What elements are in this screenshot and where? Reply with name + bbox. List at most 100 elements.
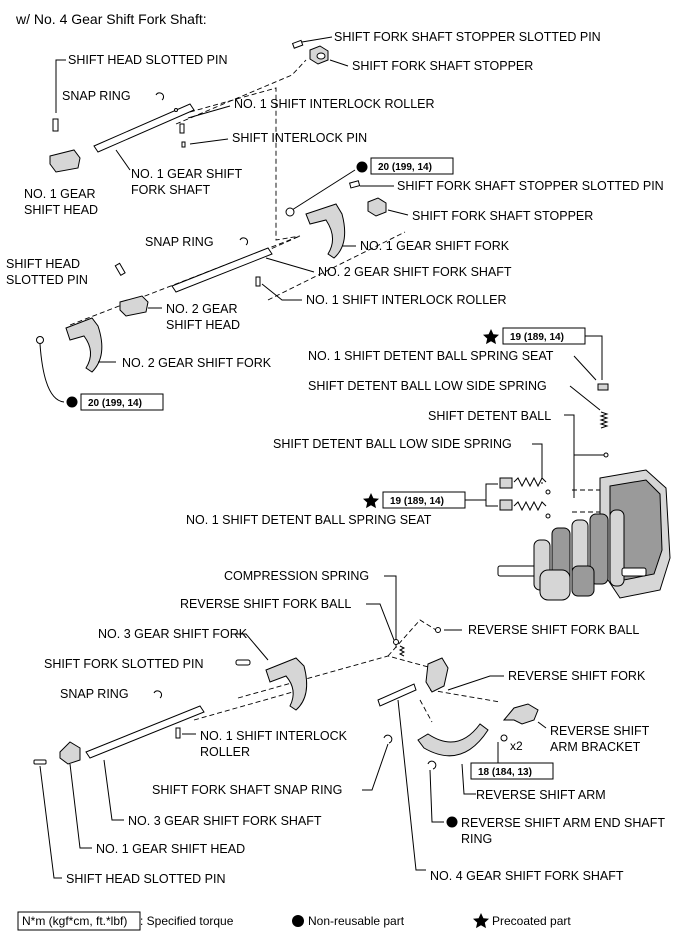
label-no2-gear-shift-fork: NO. 2 GEAR SHIFT FORK [122, 356, 272, 370]
label-reverse-shift-fork-ball-2: REVERSE SHIFT FORK BALL [468, 623, 639, 637]
label-no2-gear-shift-fork-shaft: NO. 2 GEAR SHIFT FORK SHAFT [318, 265, 512, 279]
legend-non-reusable: Non-reusable part [308, 914, 405, 928]
reverse-fork-ball-part-2 [435, 627, 441, 633]
label-no1-gear-shift-head-line1: NO. 1 GEAR [24, 187, 96, 201]
legend-unit: N*m (kgf*cm, ft.*lbf) [22, 914, 127, 928]
label-shift-head-slotted-pin-2-line2: SLOTTED PIN [6, 273, 88, 287]
label-shift-fork-shaft-stopper: SHIFT FORK SHAFT STOPPER [352, 59, 533, 73]
compression-spring-part [398, 645, 406, 657]
shift-fork-shaft-snap-ring-part [383, 734, 393, 744]
label-reverse-shift-arm-bracket-line2: ARM BRACKET [550, 740, 641, 754]
spring-seat-part [597, 383, 609, 391]
precoated-star-icon-2 [363, 493, 379, 509]
reverse-shift-arm-part [417, 723, 489, 757]
shift-head-slotted-pin-part [52, 118, 59, 132]
label-no1-shift-detent-ball-spring-seat: NO. 1 SHIFT DETENT BALL SPRING SEAT [308, 349, 554, 363]
label-no3-gear-shift-fork-shaft: NO. 3 GEAR SHIFT FORK SHAFT [128, 814, 322, 828]
label-reverse-shift-arm-end-shaft-ring-line2: RING [461, 832, 492, 846]
transmission-gear-assembly [497, 469, 671, 601]
bracket-bolt-part [500, 734, 508, 742]
no2-gear-shift-fork-part [65, 317, 103, 373]
label-reverse-shift-arm-end-shaft-ring-line1: REVERSE SHIFT ARM END SHAFT [461, 816, 665, 830]
torque-box-2 [80, 393, 164, 411]
legend-unit-box [17, 911, 141, 931]
no1-gear-shift-head-part [49, 149, 81, 173]
label-shift-interlock-pin: SHIFT INTERLOCK PIN [232, 131, 367, 145]
interlock-pin-part [181, 141, 186, 148]
no3-gear-shift-fork-part [265, 657, 308, 711]
assembly-lines-lower [193, 619, 501, 723]
reverse-fork-ball-part [393, 639, 399, 645]
detent-ball-part-2 [545, 489, 551, 495]
interlock-roller-part-2 [255, 276, 261, 287]
slotted-pin-part [291, 39, 304, 49]
label-no1-shift-interlock-roller: NO. 1 SHIFT INTERLOCK ROLLER [234, 97, 435, 111]
torque-value-1: 20 (199, 14) [378, 162, 432, 173]
label-reverse-shift-fork: REVERSE SHIFT FORK [508, 669, 646, 683]
label-shift-detent-ball-low-side-spring: SHIFT DETENT BALL LOW SIDE SPRING [308, 379, 547, 393]
interlock-roller-part-3 [175, 727, 181, 739]
label-shift-head-slotted-pin-3: SHIFT HEAD SLOTTED PIN [66, 872, 226, 886]
label-snap-ring-3: SNAP RING [60, 687, 129, 701]
torque-box-1 [370, 157, 454, 175]
diagram-title: w/ No. 4 Gear Shift Fork Shaft: [15, 11, 207, 27]
torque-value-3: 19 (189, 14) [510, 332, 564, 343]
label-shift-fork-slotted-pin: SHIFT FORK SLOTTED PIN [44, 657, 204, 671]
label-snap-ring: SNAP RING [62, 89, 131, 103]
interlock-roller-part [179, 123, 185, 134]
star-icon [473, 913, 489, 929]
snap-ring-part [155, 92, 165, 101]
label-no1-gear-shift-fork: NO. 1 GEAR SHIFT FORK [360, 239, 510, 253]
slotted-pin-part-2 [349, 180, 361, 189]
label-no1-gear-shift-fork-shaft-line2: FORK SHAFT [131, 183, 211, 197]
label-no2-gear-shift-head-line2: SHIFT HEAD [166, 318, 240, 332]
label-no1-shift-interlock-roller-2: NO. 1 SHIFT INTERLOCK ROLLER [306, 293, 507, 307]
label-shift-fork-shaft-stopper-2: SHIFT FORK SHAFT STOPPER [412, 209, 593, 223]
no3-gear-shift-fork-shaft-part [85, 705, 205, 759]
label-shift-detent-ball: SHIFT DETENT BALL [428, 409, 551, 423]
label-shift-detent-ball-low-side-spring-2: SHIFT DETENT BALL LOW SIDE SPRING [273, 437, 512, 451]
label-reverse-shift-fork-ball: REVERSE SHIFT FORK BALL [180, 597, 351, 611]
stopper-part [309, 45, 329, 65]
label-shift-fork-shaft-stopper-slotted-pin-2: SHIFT FORK SHAFT STOPPER SLOTTED PIN [397, 179, 664, 193]
label-no2-gear-shift-head-line1: NO. 2 GEAR [166, 302, 238, 316]
label-reverse-shift-arm: REVERSE SHIFT ARM [476, 788, 606, 802]
torque-value-4: 19 (189, 14) [390, 496, 444, 507]
torque-box-5 [470, 762, 554, 780]
label-no3-gear-shift-fork: NO. 3 GEAR SHIFT FORK [98, 627, 248, 641]
shift-fork-slotted-pin-part [235, 659, 251, 666]
label-shift-head-slotted-pin: SHIFT HEAD SLOTTED PIN [68, 53, 228, 67]
shift-head-slotted-pin-part-2 [114, 262, 126, 277]
reverse-shift-fork-part [425, 657, 449, 693]
no4-gear-shift-fork-shaft-part [377, 683, 417, 707]
stopper-part-2 [367, 197, 387, 217]
label-shift-fork-shaft-stopper-slotted-pin: SHIFT FORK SHAFT STOPPER SLOTTED PIN [334, 30, 601, 44]
label-no4-gear-shift-fork-shaft: NO. 4 GEAR SHIFT FORK SHAFT [430, 869, 624, 883]
legend-specified-torque: : Specified torque [140, 914, 234, 928]
detent-ball-part [603, 452, 609, 458]
label-snap-ring-2: SNAP RING [145, 235, 214, 249]
label-x2: x2 [510, 739, 523, 753]
no1-gear-shift-head-part-2 [59, 741, 81, 765]
no2-gear-shift-head-part [119, 295, 149, 317]
bolt-part [285, 207, 295, 217]
snap-ring-part-3 [153, 690, 163, 699]
non-reusable-dot-icon-2 [66, 396, 78, 408]
non-reusable-dot-icon [356, 161, 368, 173]
label-reverse-shift-arm-bracket-line1: REVERSE SHIFT [550, 724, 650, 738]
reverse-shift-arm-bracket-part [502, 703, 539, 725]
legend-precoated: Precoated part [492, 914, 571, 928]
no1-gear-shift-fork-part [305, 203, 346, 259]
end-shaft-ring-part [427, 760, 437, 770]
label-shift-fork-shaft-snap-ring: SHIFT FORK SHAFT SNAP RING [152, 783, 342, 797]
detent-ball-part-3 [545, 513, 551, 519]
snap-ring-part-2 [239, 237, 249, 246]
detent-seat-spring-pair [499, 476, 547, 512]
label-compression-spring: COMPRESSION SPRING [224, 569, 369, 583]
shift-head-slotted-pin-part-3 [33, 759, 47, 765]
label-no1-shift-interlock-roller-3-line2: ROLLER [200, 745, 250, 759]
no1-gear-shift-fork-shaft-part [93, 103, 195, 153]
precoated-star-icon [483, 329, 499, 345]
label-no1-shift-detent-ball-spring-seat-2: NO. 1 SHIFT DETENT BALL SPRING SEAT [186, 513, 432, 527]
